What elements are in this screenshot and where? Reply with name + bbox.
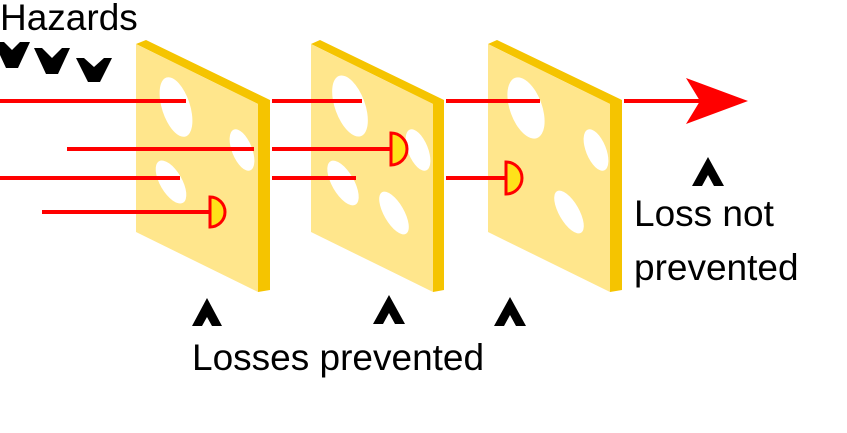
hazards-label: Hazards: [0, 0, 138, 38]
half-circle-stop-icon: [208, 195, 227, 229]
cheese-hole: [583, 129, 609, 171]
hazard-lines: [0, 99, 700, 214]
cheese-hole: [327, 160, 359, 206]
hazard-chevrons: [0, 42, 112, 82]
cheese-hole: [155, 160, 187, 204]
half-circle-stop-icon: [504, 160, 524, 196]
cheese-slice-1: [136, 40, 270, 292]
cheese-hole: [405, 129, 431, 171]
chevron-down-icon: [34, 48, 70, 74]
loss-not-prevented-label-line1: Loss not: [634, 193, 774, 234]
cheese-hole: [507, 77, 545, 139]
cheese-slice-3: [488, 40, 622, 292]
stop-markers: [208, 131, 524, 229]
chevron-up-icon: [373, 295, 405, 324]
chevron-up-icon: [192, 298, 222, 326]
chevron-up-icon: [692, 157, 724, 186]
cheese-hole: [159, 77, 193, 137]
cheese-slice-2: [311, 40, 444, 292]
chevron-down-icon: [76, 58, 112, 82]
loss-not-prevented-label-line2: prevented: [634, 247, 799, 288]
arrow-right-icon: [686, 78, 748, 124]
cheese-hole: [554, 190, 584, 234]
half-circle-stop-icon: [389, 131, 409, 167]
cheese-hole: [379, 191, 409, 235]
chevron-up-icon: [494, 297, 526, 326]
chevron-down-icon: [0, 42, 30, 68]
cheese-hole: [332, 75, 368, 137]
losses-prevented-label: Losses prevented: [192, 337, 485, 378]
outcome-chevrons: [192, 157, 724, 326]
